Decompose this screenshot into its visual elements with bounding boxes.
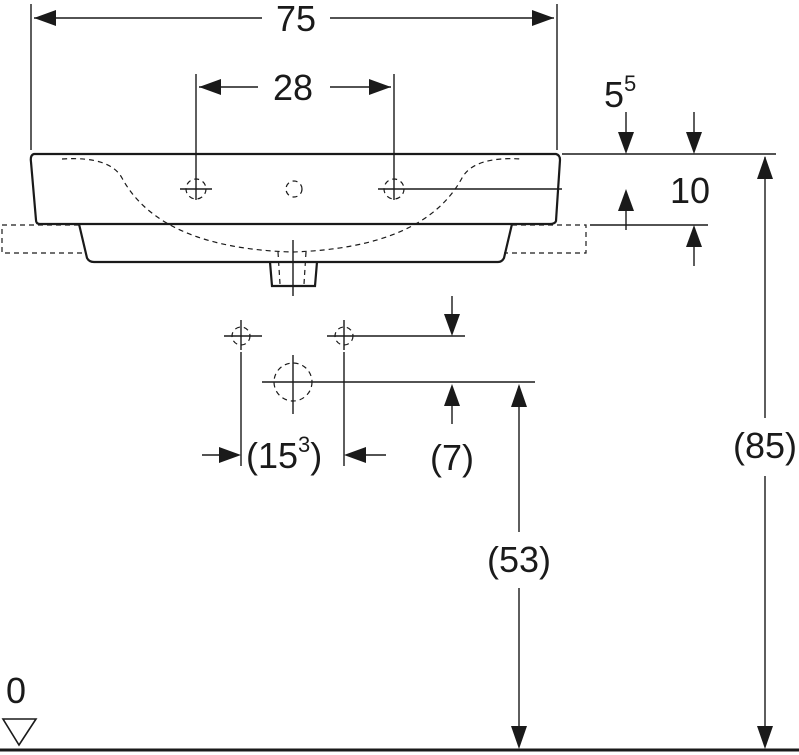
label-waste-spacing: (153) bbox=[246, 432, 322, 476]
dimension-rim-height bbox=[757, 156, 773, 749]
tap-hole-right bbox=[378, 178, 562, 200]
dimension-overall-width bbox=[30, 4, 558, 150]
dimension-rim-thickness bbox=[618, 112, 702, 154]
label-tap-hole-depth: 10 bbox=[670, 170, 710, 211]
waste-crosshair-left bbox=[224, 320, 262, 350]
basin-outline bbox=[29, 152, 562, 288]
bowl-inner-contour bbox=[61, 158, 523, 253]
label-tap-spacing: 28 bbox=[273, 67, 313, 108]
tap-hole-centre bbox=[285, 180, 303, 198]
waste-crosshair-right bbox=[327, 320, 465, 350]
dimension-waste-height bbox=[511, 384, 527, 749]
drain-outline bbox=[277, 251, 307, 285]
floor-level-symbol bbox=[1, 718, 38, 747]
label-floor-level: 0 bbox=[6, 670, 26, 711]
dimension-tap-spacing bbox=[195, 74, 395, 200]
label-rim-height: (85) bbox=[733, 425, 797, 466]
dimension-waste-spacing bbox=[202, 352, 386, 466]
label-overall-width: 75 bbox=[276, 0, 316, 39]
label-waste-height: (53) bbox=[487, 539, 551, 580]
waste-outlet-circle bbox=[262, 355, 535, 414]
countertop-outline bbox=[1, 224, 587, 254]
label-rim-thickness: 55 bbox=[604, 71, 636, 115]
dimension-tap-hole-depth bbox=[618, 189, 702, 266]
label-waste-offset: (7) bbox=[430, 437, 474, 478]
dimension-waste-offset bbox=[444, 296, 460, 424]
